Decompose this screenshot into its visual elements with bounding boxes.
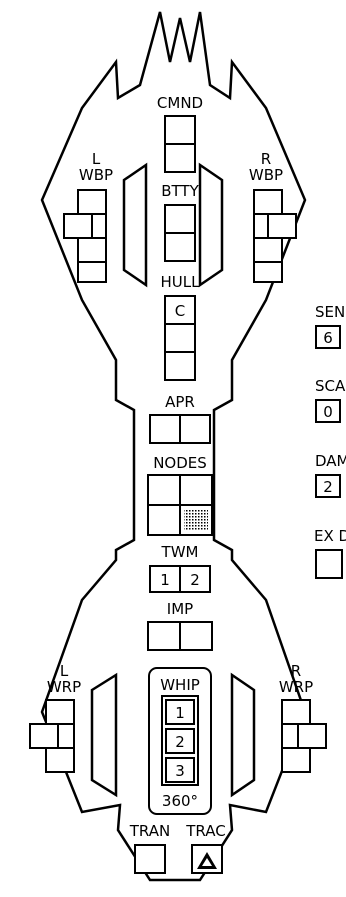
r-wrp-label-2: WRP <box>279 678 313 696</box>
upper-left-panel <box>122 162 148 288</box>
whip-box-2[interactable] <box>165 728 195 754</box>
whip-frame <box>148 667 212 815</box>
l-wbp-box-1[interactable] <box>77 189 107 215</box>
exdam-box[interactable] <box>315 549 343 579</box>
scanners-box[interactable] <box>315 399 341 423</box>
whip-box-1-text: 1 <box>175 704 185 722</box>
upper-right-panel <box>198 162 224 288</box>
twm-box-2[interactable] <box>179 565 211 593</box>
r-wbp-box-5[interactable] <box>253 261 283 283</box>
r-wrp-box-4[interactable] <box>281 747 311 773</box>
imp-label: IMP <box>167 600 193 618</box>
sensors-label: SEN <box>315 303 345 321</box>
r-wbp-box-1[interactable] <box>253 189 283 215</box>
l-wrp-label-1: L <box>60 662 69 680</box>
btty-box-2[interactable] <box>164 232 196 262</box>
whip-label: WHIP <box>160 676 200 694</box>
whip-box-2-text: 2 <box>175 733 185 751</box>
whip-box-3[interactable] <box>165 757 195 783</box>
hull-label: HULL <box>161 273 201 291</box>
nodes-box-2[interactable] <box>179 474 213 506</box>
r-wbp-label-1: R <box>261 150 271 168</box>
trac-beam-icon <box>197 852 217 869</box>
tran-label: TRAN <box>129 822 170 840</box>
hull-box-c[interactable] <box>164 295 196 325</box>
cmnd-box-1[interactable] <box>164 115 196 145</box>
lower-right-panel <box>230 672 256 798</box>
hull-box-c-text: C <box>175 302 185 320</box>
twm-box-2-text: 2 <box>190 571 200 589</box>
btty-box-1[interactable] <box>164 204 196 234</box>
exdam-label: EX D <box>314 527 346 545</box>
r-wbp-box-3[interactable] <box>267 213 297 239</box>
imp-box-2[interactable] <box>179 621 213 651</box>
hull-box-2[interactable] <box>164 323 196 353</box>
hull-box-3[interactable] <box>164 351 196 381</box>
r-wrp-box-3[interactable] <box>297 723 327 749</box>
whip-box-3-text: 3 <box>175 762 185 780</box>
whip-box-1[interactable] <box>165 699 195 725</box>
btty-label: BTTY <box>161 182 199 200</box>
trac-label: TRAC <box>185 822 225 840</box>
apr-label: APR <box>165 393 195 411</box>
ship-outline <box>40 11 307 882</box>
l-wbp-box-4[interactable] <box>77 237 107 263</box>
l-wrp-box-2[interactable] <box>29 723 59 749</box>
damcon-label: DAM <box>315 452 346 470</box>
l-wbp-label-1: L <box>92 150 101 168</box>
sensors-box[interactable] <box>315 325 341 349</box>
cmnd-label: CMND <box>157 94 203 112</box>
imp-box-1[interactable] <box>147 621 181 651</box>
l-wbp-box-5[interactable] <box>77 261 107 283</box>
scanners-value: 0 <box>323 403 333 421</box>
cmnd-box-2[interactable] <box>164 143 196 173</box>
l-wbp-label-2: WBP <box>79 166 113 184</box>
twm-box-1[interactable] <box>149 565 181 593</box>
nodes-label: NODES <box>153 454 207 472</box>
l-wrp-box-4[interactable] <box>45 747 75 773</box>
l-wbp-box-3[interactable] <box>91 213 107 239</box>
sensors-value: 6 <box>323 329 333 347</box>
damcon-box[interactable] <box>315 474 341 498</box>
r-wbp-label-2: WBP <box>249 166 283 184</box>
l-wrp-box-1[interactable] <box>45 699 75 725</box>
apr-box-1[interactable] <box>149 414 181 444</box>
l-wrp-box-3[interactable] <box>57 723 75 749</box>
r-wrp-box-2[interactable] <box>281 723 299 749</box>
twm-label: TWM <box>161 543 199 561</box>
nodes-box-3[interactable] <box>147 504 181 536</box>
nodes-box-1[interactable] <box>147 474 181 506</box>
damcon-value: 2 <box>323 478 333 496</box>
l-wbp-box-2[interactable] <box>63 213 93 239</box>
r-wbp-box-2[interactable] <box>253 213 269 239</box>
r-wrp-label-1: R <box>291 662 301 680</box>
tran-box[interactable] <box>134 844 166 874</box>
apr-box-2[interactable] <box>179 414 211 444</box>
l-wrp-label-2: WRP <box>47 678 81 696</box>
scanners-label: SCA <box>315 377 346 395</box>
whip-inner-frame <box>161 695 199 786</box>
whip-arc-label: 360° <box>162 792 198 810</box>
nodes-damage-shading <box>184 509 208 531</box>
lower-left-panel <box>90 672 118 798</box>
twm-box-1-text: 1 <box>160 571 170 589</box>
r-wbp-box-4[interactable] <box>253 237 283 263</box>
r-wrp-box-1[interactable] <box>281 699 311 725</box>
